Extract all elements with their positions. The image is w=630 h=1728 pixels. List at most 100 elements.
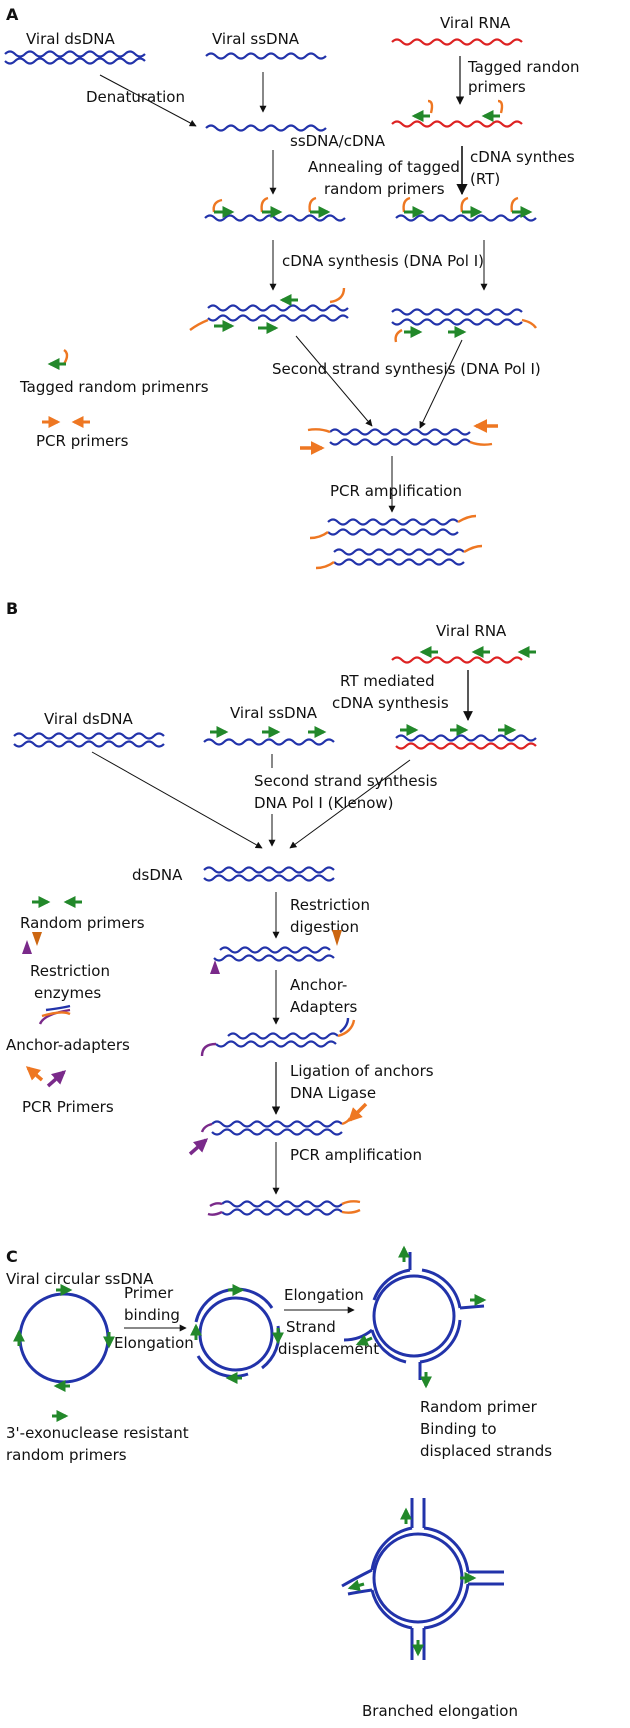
a-extended-right-top bbox=[391, 308, 523, 316]
a-cdna-pol-label: cDNA synthesis (DNA Pol I) bbox=[282, 252, 484, 270]
c-primer-label-1: Primer bbox=[124, 1284, 174, 1302]
b-adapter-right-blue bbox=[339, 1017, 350, 1033]
a-tagged-tail-1 bbox=[427, 99, 434, 114]
panel-c-label: C bbox=[6, 1247, 18, 1266]
b-legend-random-label: Random primers bbox=[20, 914, 145, 932]
a-annealed-tail-3 bbox=[308, 196, 317, 213]
a-annealing-label-1: Annealing of tagged bbox=[308, 158, 460, 176]
b-legend-anchor-purple bbox=[38, 1008, 71, 1025]
a-ssdna-cdna-strand bbox=[205, 124, 327, 132]
a-dsdna-strand-bottom bbox=[4, 57, 146, 65]
a-product-2-tail-1 bbox=[315, 561, 335, 570]
b-rt-label-1: RT mediated bbox=[340, 672, 435, 690]
b-legend-enzyme-purple bbox=[22, 940, 32, 954]
a-viral-ssdna-label: Viral ssDNA bbox=[212, 30, 300, 48]
b-ligated-orange-adapter bbox=[341, 1117, 352, 1126]
b-ligated-bottom bbox=[211, 1128, 343, 1136]
c-circle-3-arc-left bbox=[370, 1329, 407, 1364]
c-strand-label-1: Strand bbox=[286, 1318, 336, 1336]
a-tagged-dsdna-bottom bbox=[329, 438, 471, 446]
c-circle-4-inner bbox=[372, 1532, 464, 1624]
b-adapter-bottom bbox=[215, 1040, 337, 1048]
c-legend-label-2: random primers bbox=[6, 1446, 127, 1464]
c-circle-4-arc-top bbox=[370, 1526, 413, 1571]
b-viral-rna-label: Viral RNA bbox=[436, 622, 507, 640]
a-arrow-second-left bbox=[295, 335, 373, 427]
a-legend-pcr-label: PCR primers bbox=[36, 432, 129, 450]
c-displaced-strand-right bbox=[459, 1304, 485, 1310]
a-rna-primed-strand bbox=[391, 120, 523, 128]
b-dsdna-strand-bottom bbox=[13, 740, 165, 748]
c-random-label-2: Binding to bbox=[420, 1420, 497, 1438]
b-cdna-strand bbox=[395, 734, 537, 742]
c-branch-primer-left bbox=[347, 1579, 365, 1592]
a-extended-right-bottom bbox=[391, 318, 523, 326]
b-ligation-label-2: DNA Ligase bbox=[290, 1084, 376, 1102]
c-strand-label-2: displacement bbox=[278, 1340, 379, 1358]
a-ssdna-strand bbox=[205, 52, 327, 60]
b-legend-anchor-orange bbox=[41, 1011, 71, 1018]
b-adapter-top bbox=[227, 1032, 339, 1040]
c-primer-label-2: binding bbox=[124, 1306, 180, 1324]
a-viral-dsdna-label: Viral dsDNA bbox=[26, 30, 116, 48]
a-tagged-tail-2 bbox=[497, 99, 504, 114]
c-circle-3-arc-top bbox=[372, 1268, 411, 1301]
a-denaturation-label: Denaturation bbox=[86, 88, 185, 106]
c-circle-4-arc-left bbox=[370, 1589, 413, 1630]
b-rt-label-2: cDNA synthesis bbox=[332, 694, 449, 712]
c-elongation-label-2: Elongation bbox=[284, 1286, 364, 1304]
a-product-2-bottom bbox=[333, 558, 465, 566]
b-viral-ssdna-label: Viral ssDNA bbox=[230, 704, 318, 722]
c-legend-label-1: 3'-exonuclease resistant bbox=[6, 1424, 189, 1442]
b-product-orange-end bbox=[341, 1200, 361, 1206]
a-viral-rna-label: Viral RNA bbox=[440, 14, 511, 32]
b-legend-anchor-label: Anchor-adapters bbox=[6, 1036, 130, 1054]
b-dsdna-strand-top bbox=[13, 732, 165, 740]
a-tagged-dsdna-top bbox=[329, 428, 471, 436]
a-arrow-second-right bbox=[419, 339, 463, 429]
a-extended-left-top bbox=[207, 304, 349, 312]
c-circle-3-primer-left bbox=[355, 1334, 373, 1346]
b-adapter-left bbox=[200, 1042, 217, 1057]
a-annealed-tail-2 bbox=[260, 196, 269, 213]
b-ligated-pcr-primer-orange bbox=[348, 1102, 368, 1122]
a-second-strand-label: Second strand synthesis (DNA Pol I) bbox=[272, 360, 541, 378]
a-annealed-tail-6 bbox=[510, 196, 519, 213]
b-viral-dsdna-label: Viral dsDNA bbox=[44, 710, 134, 728]
b-product-orange-tail bbox=[341, 1208, 361, 1214]
b-ligation-label-1: Ligation of anchors bbox=[290, 1062, 434, 1080]
c-random-label-1: Random primer bbox=[420, 1398, 538, 1416]
c-branched-label: Branched elongation bbox=[362, 1702, 518, 1720]
b-product-bottom bbox=[221, 1208, 343, 1216]
a-cdna-rt-label-1: cDNA synthes bbox=[470, 148, 575, 166]
c-circle-3-inner bbox=[372, 1274, 456, 1358]
b-second-strand-label-1: Second strand synthesis bbox=[254, 772, 438, 790]
c-circle-2-inner bbox=[198, 1296, 274, 1372]
a-extended-left-bottom bbox=[207, 314, 349, 322]
a-extended-right-tail-1 bbox=[521, 318, 537, 329]
a-product-1-bottom bbox=[327, 528, 459, 536]
b-product-purple-tail bbox=[209, 1202, 223, 1208]
c-circle-3-arc-bottom bbox=[419, 1319, 462, 1364]
a-pcr-amp-label: PCR amplification bbox=[330, 482, 462, 500]
a-legend-tagged-tail bbox=[62, 349, 69, 365]
b-pcr-amp-label: PCR amplification bbox=[290, 1146, 422, 1164]
b-legend-enzymes-label-2: enzymes bbox=[34, 984, 101, 1002]
b-digested-top bbox=[219, 946, 331, 954]
b-enzyme-cut-orange bbox=[332, 930, 342, 946]
b-anchor-label-2: Adapters bbox=[290, 998, 358, 1016]
b-product-purple-end bbox=[207, 1210, 223, 1216]
a-annealed-ssdna-strand bbox=[204, 214, 346, 222]
c-branch-left-2 bbox=[347, 1588, 373, 1596]
b-restriction-label-2: digestion bbox=[290, 918, 359, 936]
a-annealed-tail-4 bbox=[402, 196, 411, 213]
b-ssdna-strand bbox=[203, 738, 335, 746]
b-dsdna-label: dsDNA bbox=[132, 866, 183, 884]
b-adapter-right-orange bbox=[337, 1019, 356, 1038]
a-arrow-denaturation bbox=[99, 74, 197, 127]
panel-b-label: B bbox=[6, 599, 18, 618]
a-legend-tagged-label: Tagged random primenrs bbox=[19, 378, 209, 396]
a-dsdna-strand-top bbox=[4, 50, 146, 58]
b-anchor-label-1: Anchor- bbox=[290, 976, 347, 994]
